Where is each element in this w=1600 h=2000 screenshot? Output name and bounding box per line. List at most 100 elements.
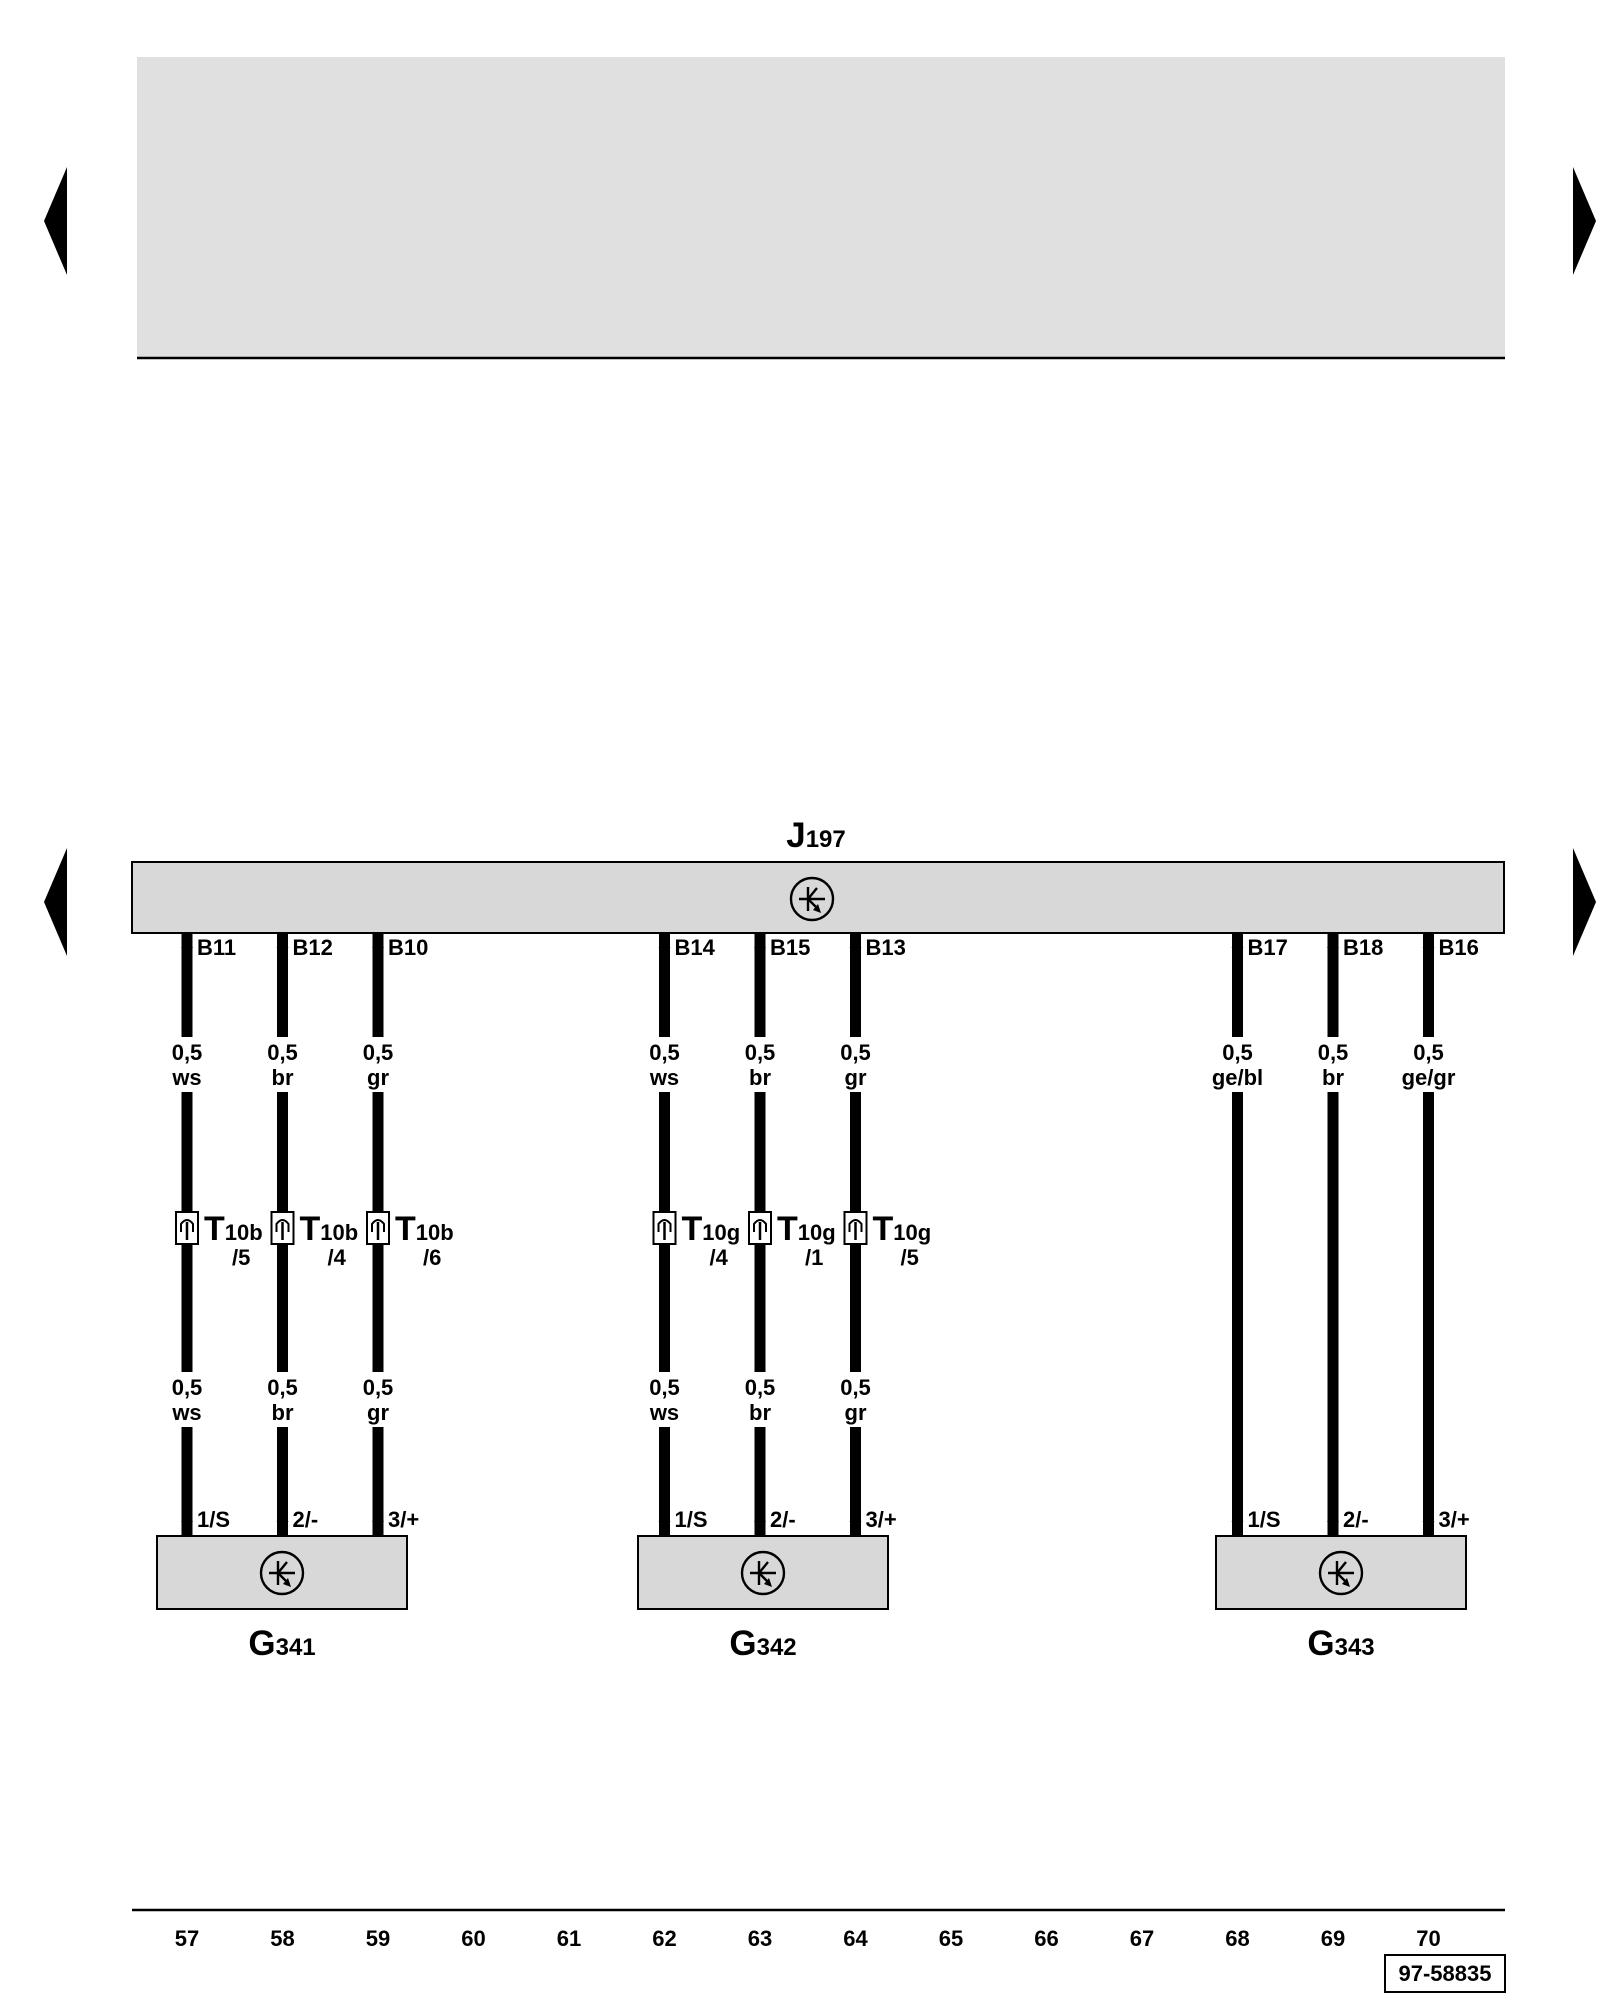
sensor-pin-label: 2/- — [293, 1507, 319, 1532]
wire-size-label: 0,5 — [172, 1040, 203, 1065]
column-number: 67 — [1130, 1926, 1154, 1951]
sensor-pin-label: 2/- — [770, 1507, 796, 1532]
wire-color-label: ws — [649, 1400, 679, 1425]
sensor-pin-label: 3/+ — [388, 1507, 419, 1532]
wire-color-label: gr — [845, 1400, 867, 1425]
sensor-electronic-symbol — [1318, 1550, 1364, 1596]
pin-arrow-sensor — [181, 1512, 193, 1522]
doc-id-box — [1384, 1954, 1506, 1993]
pin-arrow-module — [276, 947, 289, 957]
wire-color-label: br — [749, 1065, 771, 1090]
column-number: 69 — [1321, 1926, 1345, 1951]
connector-label-letter: T — [204, 1210, 225, 1248]
sensor-label: G343 — [1307, 1624, 1374, 1663]
wire-size-label: 0,5 — [745, 1375, 776, 1400]
connector-label: T10b — [204, 1210, 263, 1248]
connector-pin-label: /1 — [805, 1245, 823, 1270]
module-pin-label: B16 — [1439, 935, 1479, 960]
prev-page-arrow-bottom[interactable] — [44, 848, 67, 956]
connector-symbol — [371, 1219, 385, 1232]
wire-size-label: 0,5 — [649, 1040, 680, 1065]
pin-arrow-module — [181, 947, 193, 957]
pin-arrow-module — [754, 947, 766, 957]
connector-label: T10b — [300, 1210, 359, 1248]
wire-size-label: 0,5 — [840, 1375, 871, 1400]
connector-label: T10g — [873, 1210, 932, 1248]
sensor-label-number: 342 — [757, 1634, 797, 1661]
sensor-label-letter: G — [248, 1624, 275, 1663]
connector-pin-label: /5 — [232, 1245, 250, 1270]
column-number: 65 — [939, 1926, 963, 1951]
pin-arrow-sensor — [658, 1512, 671, 1522]
pin-arrow-module — [1231, 947, 1244, 957]
connector-label-sub: 10b — [320, 1220, 358, 1245]
pin-arrow-sensor — [372, 1512, 384, 1522]
pin-arrow-module — [849, 947, 862, 957]
connector-label-letter: T — [777, 1210, 798, 1248]
wire-color-label: gr — [845, 1065, 867, 1090]
module-label-letter: J — [786, 816, 805, 855]
connector-label: T10g — [777, 1210, 836, 1248]
connector-label-letter: T — [682, 1210, 703, 1248]
pin-arrow-sensor — [1422, 1512, 1435, 1522]
module-pin-label: B17 — [1248, 935, 1288, 960]
wire-color-label: ws — [171, 1400, 201, 1425]
pin-arrow-module — [658, 947, 671, 957]
pin-arrow-sensor — [849, 1512, 862, 1522]
wire-size-label: 0,5 — [267, 1040, 298, 1065]
column-number: 59 — [366, 1926, 390, 1951]
doc-id: 97-58835 — [1399, 1961, 1492, 1986]
wire-color-label: ws — [171, 1065, 201, 1090]
module-electronic-symbol — [789, 876, 835, 922]
wire-color-label: gr — [367, 1400, 389, 1425]
wire-size-label: 0,5 — [745, 1040, 776, 1065]
module-pin-label: B14 — [675, 935, 716, 960]
column-number: 70 — [1416, 1926, 1440, 1951]
wire-color-label: ge/gr — [1402, 1065, 1456, 1090]
wire-group: B110,5ws0,5wsT10b/51/SB120,5br0,5brT10b/… — [171, 933, 1479, 1536]
wire-size-label: 0,5 — [172, 1375, 203, 1400]
wire-color-label: ws — [649, 1065, 679, 1090]
module-pin-label: B11 — [197, 935, 236, 960]
module-pin-label: B18 — [1343, 935, 1383, 960]
sensor-label-letter: G — [729, 1624, 756, 1663]
connector-symbol — [180, 1219, 194, 1232]
column-number: 61 — [557, 1926, 581, 1951]
sensor-label-number: 343 — [1335, 1634, 1375, 1661]
module-pin-label: B15 — [770, 935, 810, 960]
pin-arrow-sensor — [754, 1512, 766, 1522]
sensor-pin-label: 1/S — [1248, 1507, 1281, 1532]
connector-label-letter: T — [300, 1210, 321, 1248]
column-number: 68 — [1225, 1926, 1249, 1951]
wire-size-label: 0,5 — [649, 1375, 680, 1400]
column-number: 62 — [652, 1926, 676, 1951]
next-page-arrow-top[interactable] — [1573, 167, 1596, 275]
module-pin-label: B10 — [388, 935, 428, 960]
column-number: 63 — [748, 1926, 772, 1951]
connector-label-sub: 10g — [702, 1220, 740, 1245]
sensor-pin-label: 3/+ — [866, 1507, 897, 1532]
prev-page-arrow-top[interactable] — [44, 167, 67, 275]
next-page-arrow-bottom[interactable] — [1573, 848, 1596, 956]
pin-arrow-module — [1422, 947, 1435, 957]
connector-label-sub: 10g — [893, 1220, 931, 1245]
sensor-electronic-symbol — [740, 1550, 786, 1596]
connector-pin-label: /5 — [901, 1245, 919, 1270]
sensor-pin-label: 2/- — [1343, 1507, 1369, 1532]
module-label-number: 197 — [806, 826, 846, 853]
wire-color-label: ge/bl — [1212, 1065, 1263, 1090]
wire-color-label: br — [272, 1065, 294, 1090]
connector-symbol — [848, 1219, 863, 1232]
sensor-label-number: 341 — [276, 1634, 316, 1661]
sensor-g343: G343 — [1215, 1535, 1467, 1663]
wire-color-label: br — [272, 1400, 294, 1425]
